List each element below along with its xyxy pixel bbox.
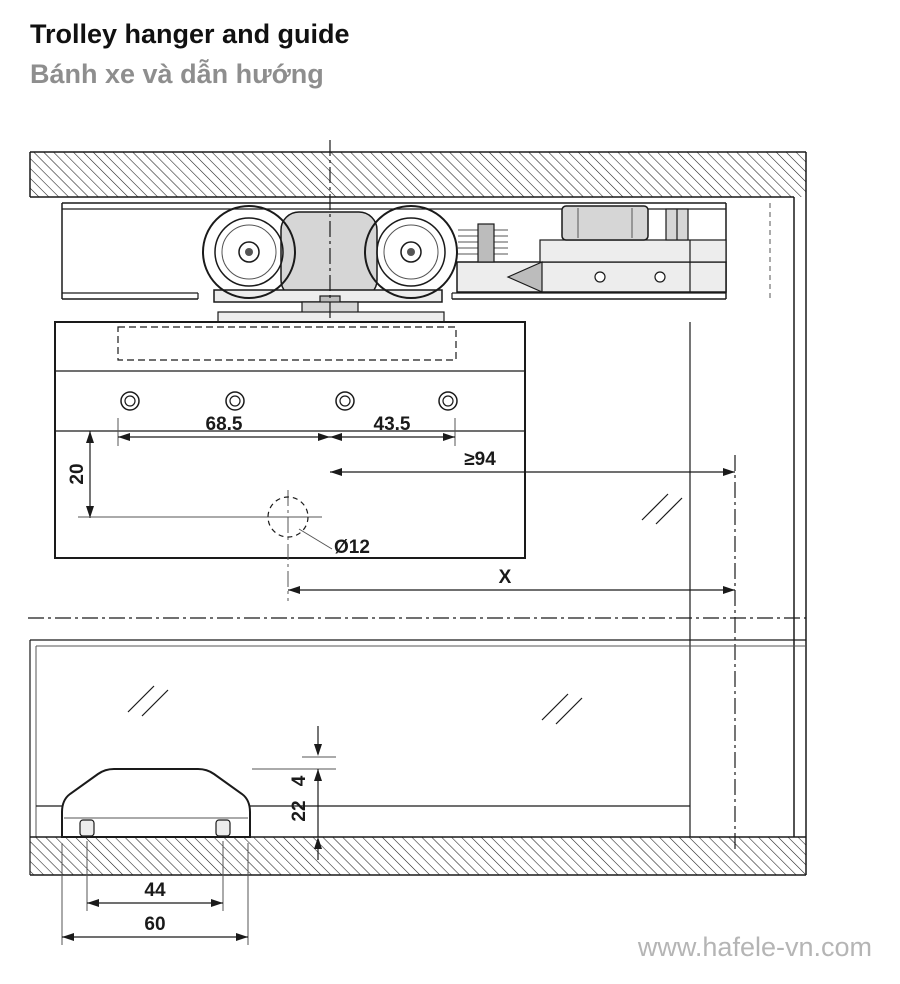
page-subtitle: Bánh xe và dẫn hướng bbox=[30, 58, 324, 89]
dim-4-label: 4 bbox=[289, 775, 310, 786]
ceiling-section bbox=[29, 151, 806, 198]
hanger-arm-assembly bbox=[456, 205, 727, 293]
dim-22-label: 22 bbox=[289, 800, 310, 821]
dim-min-distance: ≥94 bbox=[330, 449, 736, 852]
dim-guide-hole-spacing: 44 bbox=[86, 841, 224, 911]
dim-hole-spacing-left: 68.5 bbox=[117, 414, 330, 446]
door-panel bbox=[54, 321, 526, 559]
glass-mark-upper bbox=[641, 493, 683, 525]
glass-mark-lower-left bbox=[127, 685, 169, 717]
trolley-body bbox=[213, 211, 445, 323]
guide-hole: Ø12 bbox=[78, 490, 384, 601]
dim-20-label: 20 bbox=[67, 463, 88, 484]
floor-section bbox=[30, 836, 806, 876]
lower-section-lines bbox=[29, 639, 806, 875]
dim-68-5-label: 68.5 bbox=[206, 414, 243, 435]
dim-60-label: 60 bbox=[144, 914, 165, 935]
drill-holes bbox=[120, 391, 458, 411]
trolley-wheel-right bbox=[364, 205, 458, 299]
adjustment-screw bbox=[458, 223, 508, 263]
trolley-wheel-left bbox=[202, 205, 296, 299]
watermark: www.hafele-vn.com bbox=[637, 932, 872, 962]
dim-variable-length: X bbox=[288, 567, 735, 594]
dim-guide-length: 60 bbox=[61, 843, 249, 945]
dim-hole-diameter-label: Ø12 bbox=[334, 537, 370, 558]
dim-hole-spacing-right: 43.5 bbox=[330, 414, 456, 446]
page-title: Trolley hanger and guide bbox=[30, 19, 350, 49]
floor-guide bbox=[61, 768, 251, 838]
glass-mark-lower-right bbox=[541, 693, 583, 725]
dim-guide-heights: 4 22 bbox=[252, 726, 336, 860]
dim-x-label: X bbox=[499, 567, 512, 588]
dim-44-label: 44 bbox=[144, 880, 166, 901]
right-wall bbox=[769, 152, 807, 875]
dim-vertical-offset: 20 bbox=[67, 431, 94, 518]
page-header: Trolley hanger and guide Bánh xe và dẫn … bbox=[30, 18, 350, 92]
dim-94-label: ≥94 bbox=[464, 449, 496, 470]
dim-43-5-label: 43.5 bbox=[374, 414, 411, 435]
